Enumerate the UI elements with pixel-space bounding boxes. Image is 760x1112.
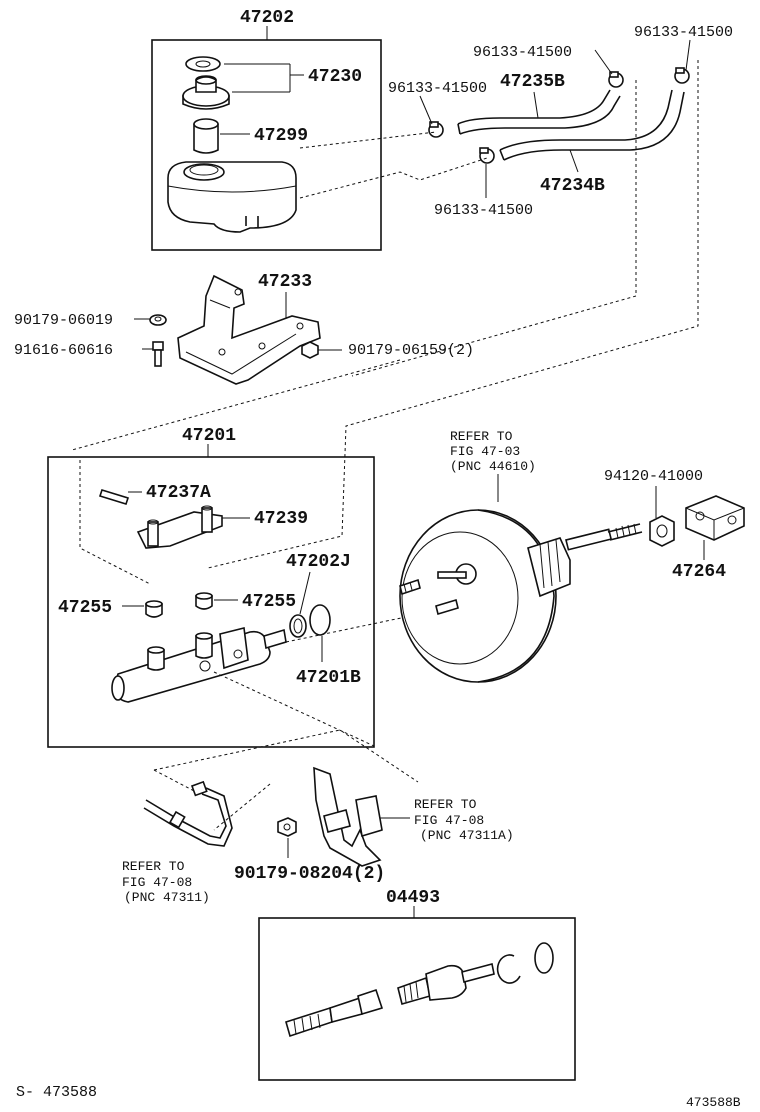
label-47202: 47202	[240, 8, 294, 28]
bracket-group: 47233 90179-06019 91616-60616 90179-0615…	[14, 272, 474, 385]
lower-bracket	[313, 766, 383, 867]
tube-refer-line3: (PNC 47311)	[124, 890, 210, 905]
hose-47235b	[457, 89, 621, 135]
label-47299: 47299	[254, 126, 308, 146]
hose-clamp-icon	[479, 147, 495, 164]
label-47237a: 47237A	[146, 483, 211, 503]
label-47233: 47233	[258, 272, 312, 292]
label-90179-08204: 90179-08204(2)	[234, 864, 385, 884]
label-47255-left: 47255	[58, 598, 112, 618]
bolt-icon	[152, 341, 164, 367]
label-47202j: 47202J	[286, 552, 351, 572]
label-90179-06019: 90179-06019	[14, 312, 113, 329]
label-clamp-a: 96133-41500	[473, 44, 572, 61]
brake-booster	[399, 509, 643, 683]
seal-47202j	[289, 614, 307, 638]
o-ring-47201b	[309, 604, 331, 636]
reservoir-box	[151, 39, 382, 251]
label-47201b: 47201B	[296, 668, 361, 688]
grommet-47255-left	[145, 600, 163, 618]
hose-group: 96133-41500 96133-41500 96133-41500 4723…	[71, 24, 733, 569]
label-47230: 47230	[308, 67, 362, 87]
hose-clamp-icon	[608, 71, 624, 88]
label-91616-60616: 91616-60616	[14, 342, 113, 359]
pin-47237a	[98, 489, 130, 505]
label-47239: 47239	[254, 509, 308, 529]
booster-refer-line1: REFER TO	[450, 429, 513, 444]
label-clamp-d: 96133-41500	[434, 202, 533, 219]
brake-tube	[143, 780, 233, 847]
booster-refer-line3: (PNC 44610)	[450, 459, 536, 474]
brake-booster-group: REFER TO FIG 47-03 (PNC 44610) 94120-410…	[399, 429, 745, 683]
hose-clamp-icon	[428, 121, 444, 138]
label-47264: 47264	[672, 562, 726, 582]
bracket-refer-line2: FIG 47-08	[414, 813, 484, 828]
label-47235b: 47235B	[500, 72, 565, 92]
yoke-nut	[649, 515, 675, 547]
hose-clamp-icon	[674, 67, 690, 84]
tube-refer-line1: REFER TO	[122, 859, 185, 874]
hose-47234b	[499, 89, 685, 161]
reservoir-group: 47202 47230 47299	[151, 8, 382, 251]
lower-parts-group: REFER TO FIG 47-08 (PNC 47311) REFER TO …	[122, 729, 514, 905]
bracket-refer-line1: REFER TO	[414, 797, 477, 812]
label-47255-right: 47255	[242, 592, 296, 612]
master-cylinder-body	[111, 627, 287, 703]
nut-icon	[277, 817, 297, 837]
kit-group: 04493	[258, 888, 576, 1081]
reservoir-cap-gasket	[185, 56, 221, 72]
bracket-refer-line3: (PNC 47311A)	[420, 828, 514, 843]
footer-code-right: 473588B	[686, 1095, 741, 1110]
label-94120-41000: 94120-41000	[604, 468, 703, 485]
reservoir-cap	[182, 75, 230, 110]
master-cylinder-box	[47, 456, 375, 748]
clevis-47239	[136, 505, 223, 549]
label-clamp-c: 96133-41500	[388, 80, 487, 97]
reservoir-strainer	[193, 118, 219, 154]
label-clamp-b: 96133-41500	[634, 24, 733, 41]
booster-refer-line2: FIG 47-03	[450, 444, 520, 459]
label-47234b: 47234B	[540, 176, 605, 196]
label-47201: 47201	[182, 426, 236, 446]
reservoir-tank	[167, 161, 297, 233]
piston-primary	[285, 988, 384, 1038]
kit-box	[258, 917, 576, 1081]
tube-refer-line2: FIG 47-08	[122, 875, 192, 890]
master-cylinder-group: 47201 47237A 47239 47202J 47255	[47, 426, 469, 748]
snap-ring	[496, 954, 521, 984]
label-90179-06159: 90179-06159(2)	[348, 342, 474, 359]
nut-icon	[301, 341, 319, 359]
washer-icon	[149, 314, 167, 326]
piston-secondary	[397, 963, 495, 1005]
label-04493: 04493	[386, 888, 440, 908]
clevis-47264	[685, 495, 745, 541]
kit-o-ring	[534, 942, 554, 974]
mounting-bracket	[177, 274, 321, 385]
grommet-47255-right	[195, 592, 213, 610]
footer-code-left: S- 473588	[16, 1084, 97, 1101]
